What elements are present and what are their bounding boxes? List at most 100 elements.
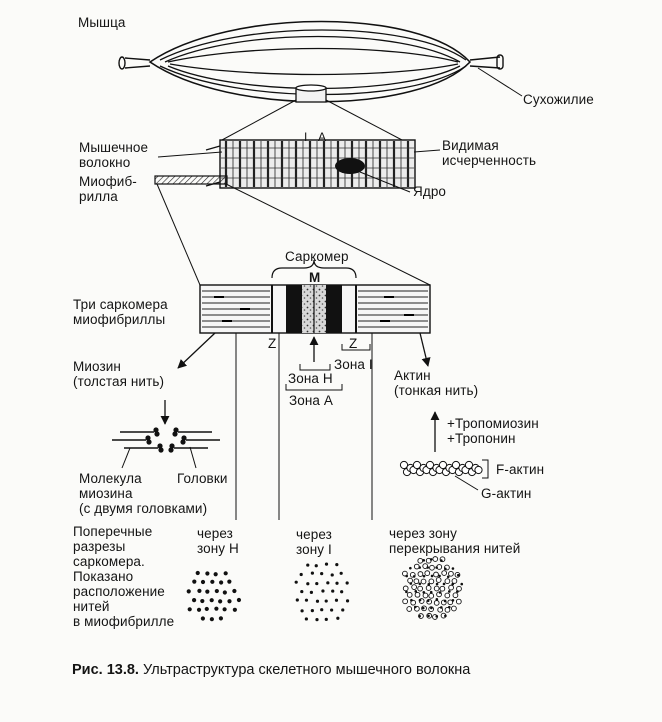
filament-dot — [223, 571, 228, 576]
filament-dot — [209, 598, 214, 603]
filament-dot — [429, 590, 433, 594]
filament-dot — [413, 605, 417, 609]
filament-dot — [306, 563, 310, 567]
m-line-label: M — [309, 270, 321, 285]
filament-dot — [210, 579, 215, 584]
filament-dot — [330, 573, 334, 577]
filament-dot — [433, 600, 440, 606]
filament-dot — [414, 590, 418, 593]
filament-dot — [299, 572, 303, 577]
nucleus-shape — [335, 158, 365, 174]
filament-dot — [200, 598, 205, 604]
filament-dot — [191, 598, 197, 603]
filament-dot — [232, 588, 237, 594]
filament-dot — [456, 585, 462, 592]
filament-dot — [345, 581, 349, 585]
filament-dot — [443, 599, 447, 603]
filament-dot — [339, 571, 343, 575]
filament-dot — [411, 584, 417, 590]
filament-dot — [214, 588, 219, 594]
filament-dot — [447, 599, 454, 606]
zone-i-label: Зона I — [334, 357, 373, 372]
filament-dot — [205, 571, 210, 576]
filament-dot — [409, 582, 413, 585]
g-actin-globule — [399, 460, 409, 470]
g-actin-globule — [412, 460, 422, 470]
myosin-head — [168, 447, 174, 453]
myosin-head — [146, 439, 152, 445]
filament-dot — [341, 608, 345, 612]
filament-dot — [441, 570, 448, 576]
filament-dot — [340, 590, 344, 594]
filament-dot — [438, 574, 441, 578]
filament-dot — [219, 580, 224, 585]
filament-dot — [422, 574, 426, 578]
g-actin-globule — [474, 465, 483, 475]
filament-dot — [320, 571, 324, 576]
filament-dot — [405, 574, 409, 578]
filament-dot — [320, 608, 324, 612]
filament-dot — [300, 609, 304, 613]
filament-dot — [428, 578, 435, 585]
g-actin-globule — [425, 460, 435, 470]
myosin-molecule-label: Молекула миозина (с двумя головками) — [79, 471, 208, 516]
filament-dot — [402, 585, 409, 592]
filament-dot — [218, 599, 223, 604]
filament-dot — [422, 559, 426, 562]
filament-dot — [429, 558, 433, 561]
filament-dot — [236, 597, 242, 603]
filament-dot — [430, 574, 434, 578]
sarcomere-label: Саркомер — [285, 249, 349, 264]
filament-dot — [304, 598, 309, 602]
myosin-head — [154, 431, 160, 437]
filament-dot — [227, 579, 232, 584]
filament-dot — [448, 584, 454, 591]
visible-striation-label: Видимая исчерченность — [442, 138, 537, 168]
cross-section-i — [294, 562, 350, 622]
filament-dot — [428, 592, 435, 599]
filament-dot — [439, 585, 446, 592]
filament-dot — [417, 585, 423, 592]
filament-dot — [409, 566, 412, 570]
myofibril-shape — [154, 175, 228, 185]
filament-dot — [306, 582, 310, 586]
filament-dot — [429, 564, 435, 571]
band-a-label: A — [318, 130, 327, 144]
filament-dot — [418, 582, 422, 586]
filament-dot — [406, 592, 413, 598]
tropomyosin-label: +Тропомиозин +Тропонин — [447, 416, 539, 446]
g-actin-globule — [438, 460, 448, 470]
filament-dot — [435, 577, 442, 583]
through-zone-i-label: через зону I — [296, 527, 332, 557]
sarcomere-bracket — [271, 259, 357, 279]
filament-dot — [222, 607, 227, 612]
filament-dot — [444, 606, 451, 613]
heads-leader — [189, 446, 197, 469]
filament-dot — [422, 591, 426, 594]
filament-dot — [300, 589, 304, 594]
myosin-head — [153, 427, 159, 433]
filament-dot — [433, 585, 440, 592]
figure-number: Рис. 13.8. — [72, 662, 139, 678]
zone-h-bracket — [299, 364, 331, 371]
filament-dot — [451, 582, 454, 586]
filament-dot — [335, 563, 339, 567]
g-actin-label: G-актин — [481, 486, 532, 501]
filament-dot — [331, 589, 335, 593]
myosin-head — [173, 427, 179, 433]
filament-dot — [232, 607, 237, 612]
filament-dot — [314, 564, 318, 568]
sarcomere-group — [199, 284, 431, 334]
filament-dot — [427, 614, 430, 618]
filament-dot — [426, 566, 430, 569]
filament-dot — [304, 617, 308, 621]
filament-dot — [418, 566, 422, 569]
filament-dot — [417, 557, 424, 564]
filament-dot — [444, 578, 451, 584]
filament-dot — [295, 598, 299, 602]
myosin-label: Миозин (толстая нить) — [73, 359, 165, 389]
muscle-fiber-shape — [205, 139, 416, 189]
filament-dot — [414, 591, 421, 598]
g-actin-globule — [464, 460, 474, 470]
filament-dot — [213, 572, 218, 577]
